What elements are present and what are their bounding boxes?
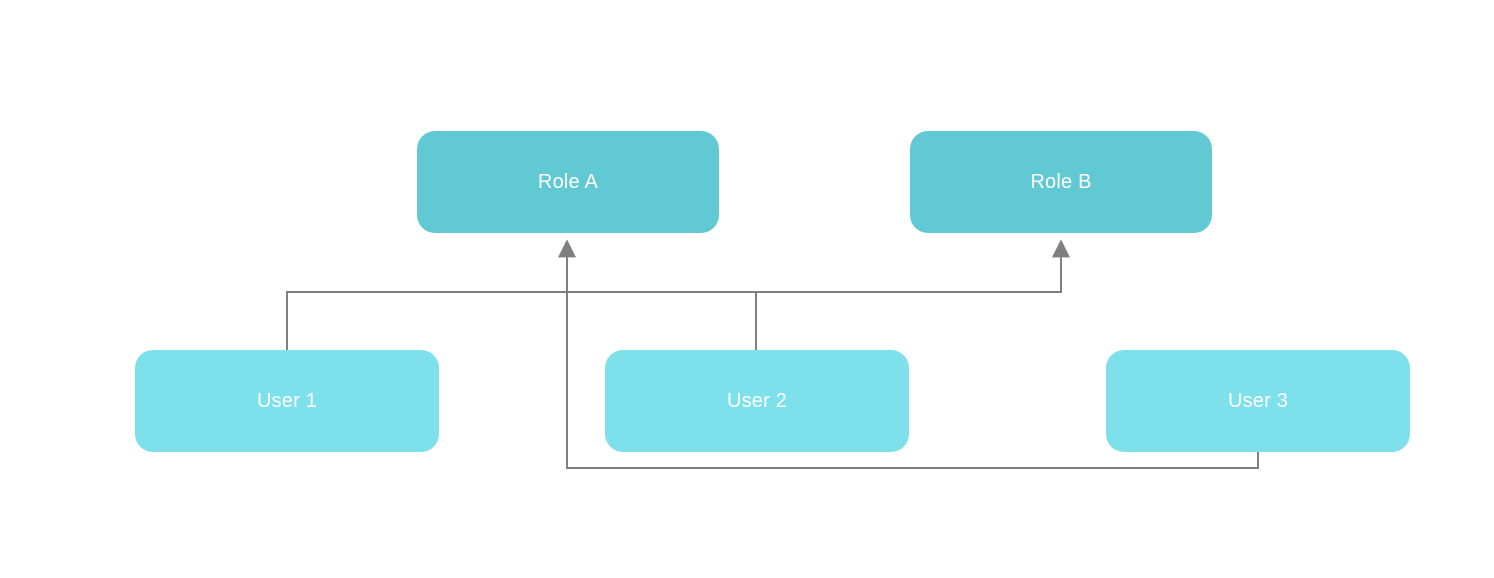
node-user-3-label: User 3 [1227, 389, 1289, 412]
node-user-2-label: User 2 [726, 389, 788, 412]
node-role-b-label: Role B [1030, 170, 1092, 193]
node-user-1-label: User 1 [256, 389, 318, 412]
node-user-2: User 2 [605, 350, 909, 452]
node-user-1: User 1 [135, 350, 439, 452]
node-role-a-label: Role A [537, 170, 599, 193]
node-role-b: Role B [910, 131, 1212, 233]
node-role-a: Role A [417, 131, 719, 233]
node-user-3: User 3 [1106, 350, 1410, 452]
edge-user1-to-roleb [286, 239, 1070, 350]
